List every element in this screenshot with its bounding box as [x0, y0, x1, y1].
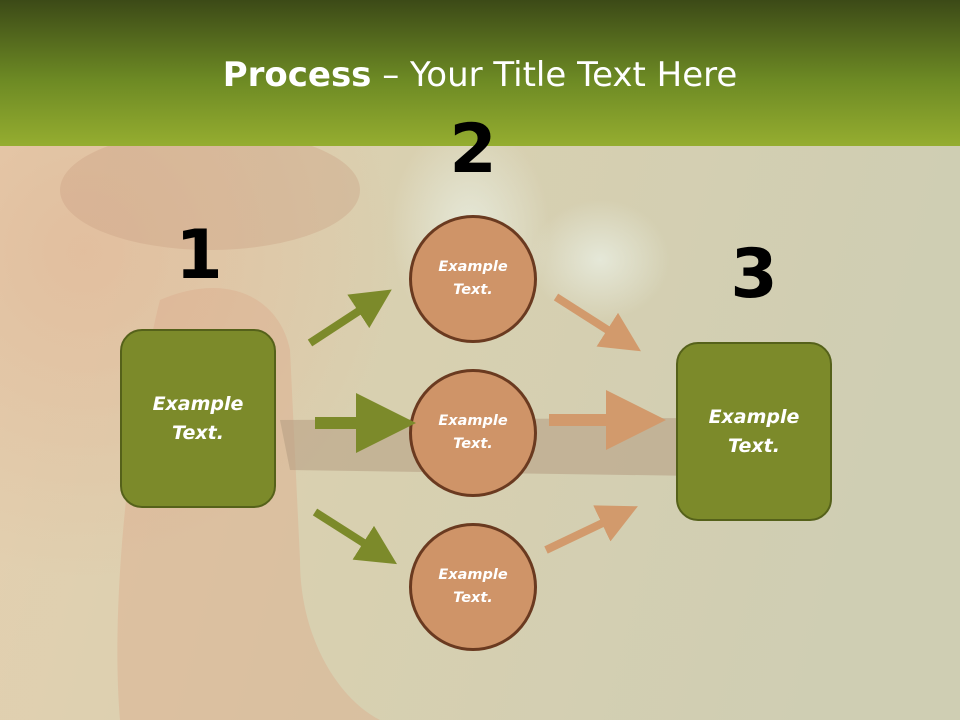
arrow-orange-up: [544, 505, 638, 554]
step-3-box: Example Text.: [676, 342, 832, 521]
title-rest: – Your Title Text Here: [371, 55, 738, 95]
slide-title: Process – Your Title Text Here: [0, 52, 960, 98]
circle-top: Example Text.: [409, 215, 537, 343]
step-1-label: Example Text.: [152, 392, 244, 444]
circle-top-label: Example Text.: [438, 259, 508, 298]
circle-middle: Example Text.: [409, 369, 537, 497]
circle-middle-label: Example Text.: [438, 413, 508, 452]
step-number-3: 3: [730, 235, 778, 314]
arrow-orange-down: [553, 293, 641, 352]
step-3-label: Example Text.: [708, 405, 800, 457]
arrow-green-down: [312, 508, 397, 565]
arrow-green-up: [307, 289, 392, 347]
title-banner: [0, 0, 960, 146]
title-bold: Process: [222, 55, 372, 95]
step-number-1: 1: [175, 216, 223, 295]
step-1-box: Example Text.: [120, 329, 276, 508]
step-number-2: 2: [449, 110, 497, 189]
circle-bottom-label: Example Text.: [438, 567, 508, 606]
circle-bottom: Example Text.: [409, 523, 537, 651]
